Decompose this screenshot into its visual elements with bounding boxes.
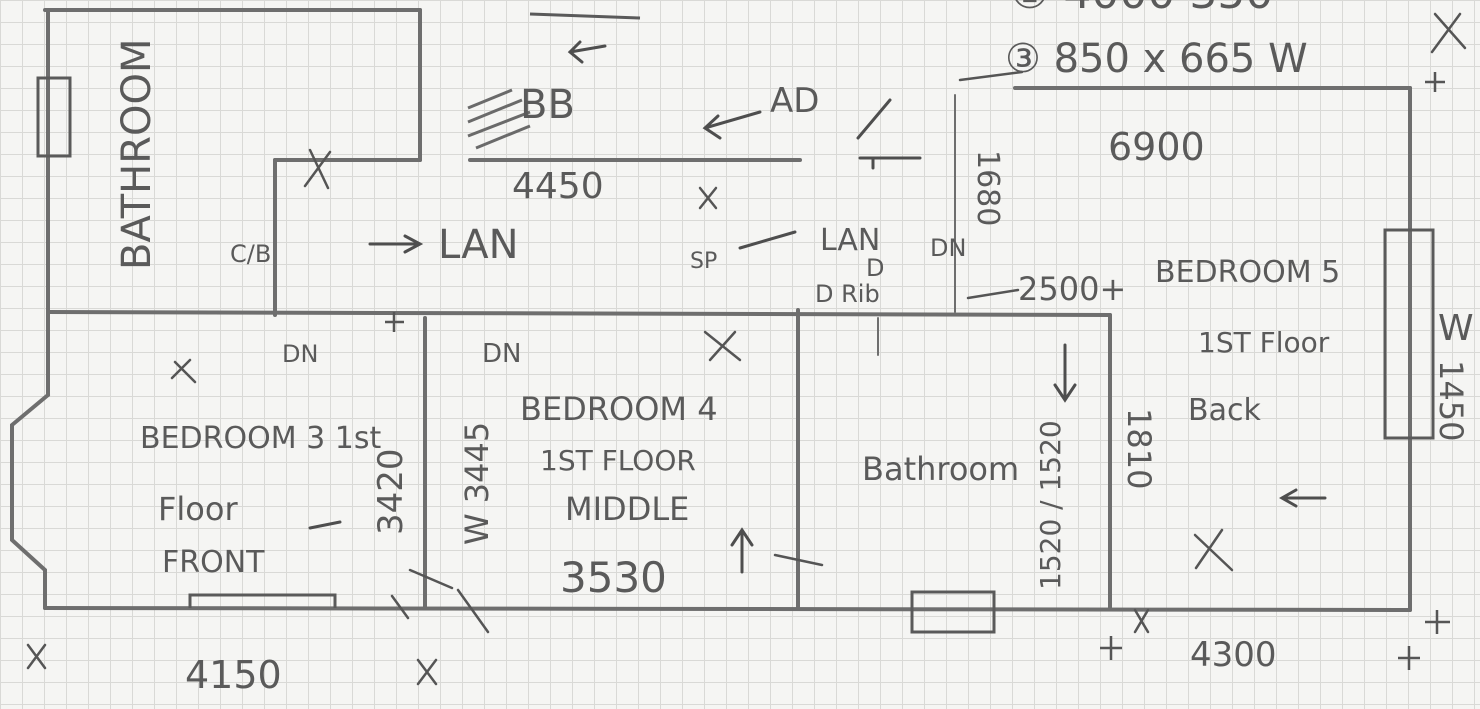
x-marks xyxy=(26,12,1467,686)
arrow-sp xyxy=(738,230,797,250)
bedroom4-label: BEDROOM 4 xyxy=(520,390,718,428)
bathroom-left-label: BATHROOM xyxy=(114,39,160,270)
bedroom5-label: BEDROOM 5 xyxy=(1155,255,1340,290)
top-partial-label: ① 4000 350 xyxy=(1010,0,1273,19)
slash-mark xyxy=(856,98,892,140)
bathroom-window-low xyxy=(910,590,996,634)
bedroom3-floor: Floor xyxy=(158,490,238,528)
bb-label: BB xyxy=(520,82,575,128)
plus-marks xyxy=(385,72,1450,670)
right-w-label: W xyxy=(1438,308,1474,349)
wall-bottom xyxy=(43,606,1412,612)
bathroom-window xyxy=(36,76,72,158)
sp-label: SP xyxy=(690,249,717,274)
bb-hatching xyxy=(467,88,531,150)
landing-label: LAN xyxy=(438,222,519,268)
bay-window-wall xyxy=(10,393,50,610)
dim-1520: 1520 / 1520 xyxy=(1034,420,1067,590)
arrow-ad xyxy=(702,110,762,140)
top-right-dim: 6900 xyxy=(1108,125,1205,169)
arrows xyxy=(308,40,1327,574)
wall-landing-bottom xyxy=(46,310,1112,317)
bathroom-mid-label: Bathroom xyxy=(862,450,1019,488)
dim-4150: 4150 xyxy=(185,653,282,697)
bedroom3-label: BEDROOM 3 1st xyxy=(140,421,381,456)
landing-d-label: D xyxy=(866,254,884,282)
dim-1810: 1810 xyxy=(1120,408,1158,489)
down-middle-label: DN xyxy=(482,339,521,369)
dim-3420: 3420 xyxy=(371,448,411,535)
cupboard-label: C/B xyxy=(230,240,271,268)
d-rib-label: D Rib xyxy=(815,280,880,308)
arrow-bed5 xyxy=(1278,488,1327,508)
bedroom5-window xyxy=(1383,228,1435,440)
right-dim: 1450 xyxy=(1432,360,1470,441)
bedroom5-back: Back xyxy=(1188,393,1261,428)
bedroom5-floor: 1ST Floor xyxy=(1198,326,1330,359)
width-3445: W 3445 xyxy=(458,422,496,545)
dim-3530: 3530 xyxy=(560,553,667,602)
bedroom3-window xyxy=(188,593,337,608)
landing-dim: 4450 xyxy=(512,166,604,207)
arrow-bed3 xyxy=(308,520,342,530)
labels: ① 4000 350 ③ 850 x 665 W 6900 BB AD BATH… xyxy=(114,0,1474,697)
down-right-label: DN xyxy=(930,234,966,262)
bedroom3-front: FRONT xyxy=(162,545,265,580)
windows xyxy=(36,12,1435,634)
top-mark xyxy=(529,12,641,20)
down-left-label: DN xyxy=(282,340,318,368)
bedroom4-floor: 1ST FLOOR xyxy=(540,444,696,477)
walls xyxy=(10,8,1412,612)
arrow-to-landing xyxy=(368,234,424,254)
arrow-up-middle xyxy=(730,527,754,574)
vertical-1680-dim: 1680 xyxy=(970,150,1005,226)
arrow-down-right xyxy=(1053,343,1077,403)
dim-4300: 4300 xyxy=(1190,635,1277,675)
window-spec-label: ③ 850 x 665 W xyxy=(1005,36,1308,82)
door-mark xyxy=(858,156,922,170)
arrow-left-top xyxy=(567,40,607,64)
landing-label-2: LAN xyxy=(820,223,880,258)
bedroom4-middle: MIDDLE xyxy=(565,490,689,528)
ad-label: AD xyxy=(770,81,819,121)
dim-2500: 2500+ xyxy=(1018,270,1126,308)
